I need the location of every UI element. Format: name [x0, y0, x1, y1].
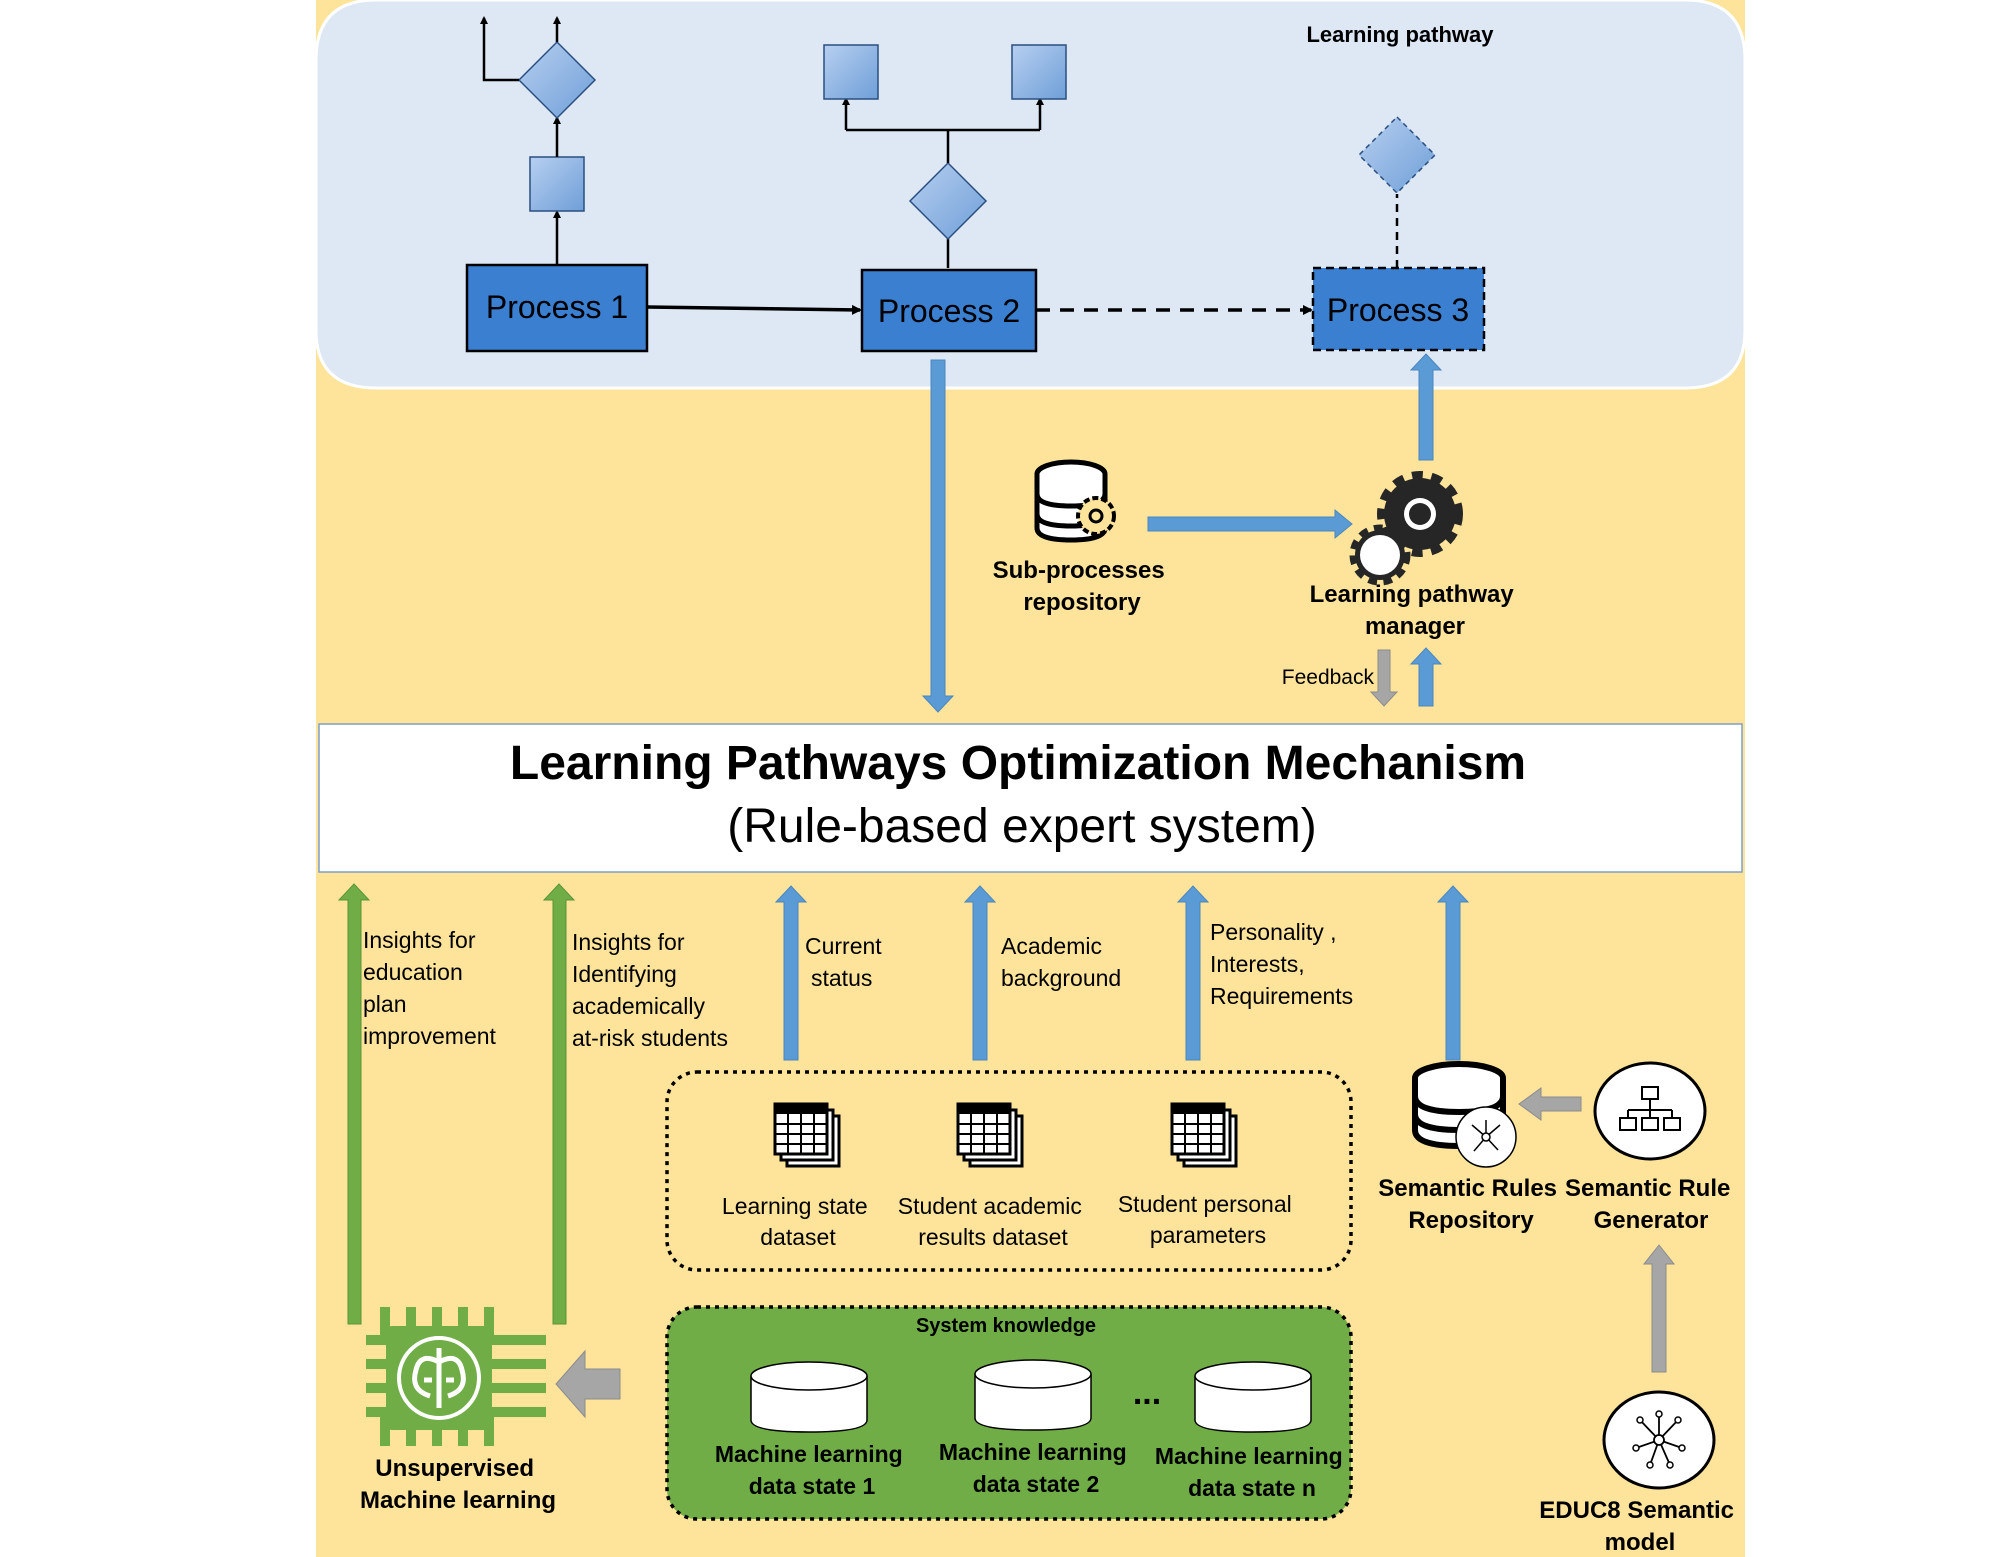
process-3-label: Process 3	[1327, 292, 1469, 328]
repo-to-manager-arrow	[1147, 508, 1353, 540]
semantic-rule-generator-label: Semantic Rule Generator	[1565, 1175, 1737, 1234]
feedback-down-arrow	[1369, 649, 1399, 707]
insights-risk-label: Insights for Identifying academically at…	[572, 929, 728, 1051]
rules-repo-arrow	[1436, 885, 1470, 1061]
insights-plan-label: Insights for education plan improvement	[363, 927, 497, 1049]
generator-to-repo-arrow	[1518, 1087, 1582, 1121]
current-status-arrow	[774, 885, 808, 1061]
spreadsheet-icon	[1170, 1102, 1238, 1168]
data-state-2-label: Machine learning data state 2	[939, 1439, 1133, 1497]
data-state-cylinder	[974, 1359, 1092, 1431]
sub-process-square	[1011, 44, 1067, 100]
data-state-n-label: Machine learning data state n	[1155, 1443, 1349, 1501]
pathway-manager-label: Learning pathway manager	[1310, 581, 1521, 640]
data-state-cylinder	[1194, 1361, 1312, 1433]
sub-process-square	[529, 156, 585, 212]
educ8-semantic-model-label: EDUC8 Semantic model	[1539, 1497, 1740, 1556]
insights-risk-arrow	[542, 883, 576, 1325]
semantic-rules-repository-label: Semantic Rules Repository	[1378, 1175, 1563, 1234]
hierarchy-icon	[1593, 1061, 1707, 1161]
unsupervised-ml-label: Unsupervised Machine learning	[360, 1455, 556, 1514]
database-gear-icon	[1034, 459, 1116, 543]
decision-diamond	[517, 40, 597, 120]
spreadsheet-icon	[956, 1102, 1024, 1168]
optimization-mechanism-box	[318, 723, 1743, 873]
decision-diamond	[1357, 115, 1437, 195]
current-status-label: Current status	[805, 933, 888, 991]
process2-to-mechanism-arrow	[921, 359, 955, 713]
rules-database-icon	[1412, 1061, 1517, 1168]
process-3-box	[1311, 266, 1486, 352]
academic-background-label: Academic background	[1001, 933, 1121, 991]
decision-diamond	[908, 161, 988, 241]
system-knowledge-title: System knowledge	[916, 1315, 1096, 1337]
semantic-network-icon	[1602, 1390, 1716, 1490]
spreadsheet-icon	[773, 1102, 841, 1168]
process-1-label: Process 1	[486, 289, 628, 325]
knowledge-to-ml-arrow	[555, 1349, 621, 1419]
personal-parameters-dataset-label: Student personal parameters	[1118, 1191, 1298, 1248]
data-state-1-label: Machine learning data state 1	[715, 1441, 909, 1499]
datasets-group	[665, 1070, 1353, 1272]
subprocesses-repository-label: Sub-processes repository	[993, 557, 1172, 616]
learning-state-dataset-label: Learning state dataset	[722, 1193, 874, 1250]
feedback-label: Feedback	[1282, 666, 1375, 689]
mechanism-to-manager-arrow	[1409, 647, 1443, 707]
ai-chip-icon	[366, 1307, 546, 1446]
sub-process-square	[823, 44, 879, 100]
process1-to-process2-arrow	[646, 304, 862, 315]
model-to-generator-arrow	[1642, 1244, 1676, 1373]
data-state-cylinder	[750, 1361, 868, 1433]
academic-results-dataset-label: Student academic results dataset	[898, 1193, 1089, 1250]
personality-label: Personality , Interests, Requirements	[1210, 919, 1353, 1009]
mechanism-subtitle: (Rule-based expert system)	[727, 800, 1317, 853]
learning-pathway-title: Learning pathway	[1306, 22, 1494, 47]
mechanism-title: Learning Pathways Optimization Mechanism	[510, 737, 1526, 790]
personality-arrow	[1176, 885, 1210, 1061]
data-state-ellipsis: ...	[1133, 1374, 1161, 1412]
insights-plan-arrow	[337, 883, 371, 1325]
gears-icon	[1349, 471, 1463, 586]
academic-background-arrow	[963, 885, 997, 1061]
manager-to-process3-arrow	[1409, 353, 1443, 461]
process-2-label: Process 2	[878, 293, 1020, 329]
